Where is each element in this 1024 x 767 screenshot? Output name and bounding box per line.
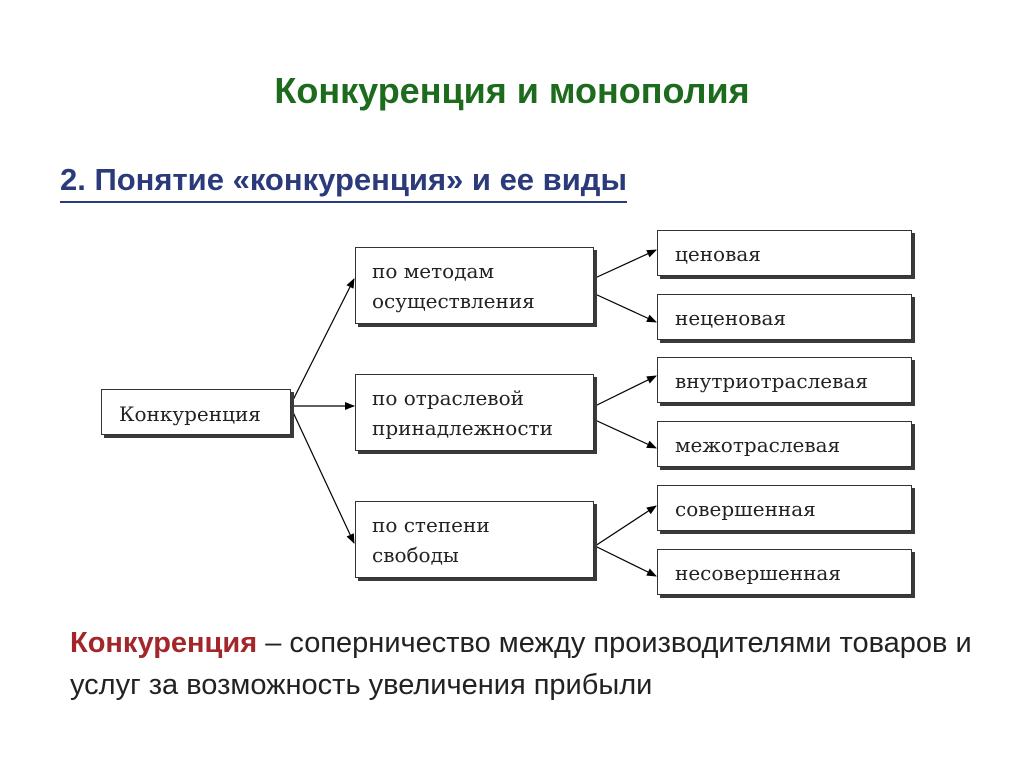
definition-term: Конкуренция bbox=[70, 627, 258, 659]
root-node: Конкуренция bbox=[101, 389, 291, 435]
leaf-node-label: ценовая bbox=[675, 242, 761, 266]
leaf-node-nonprice: неценовая bbox=[657, 294, 912, 340]
slide-title: Конкуренция и монополия bbox=[274, 70, 750, 111]
category-label-line: осуществления bbox=[372, 289, 535, 313]
category-label-line: принадлежности bbox=[372, 416, 553, 440]
category-label-line: по отраслевой bbox=[372, 386, 524, 410]
arrow-industry-to-inter bbox=[594, 419, 657, 449]
leaf-node-intra-industry: внутриотраслевая bbox=[657, 357, 912, 403]
definition-paragraph: Конкуренция – соперничество между произв… bbox=[70, 622, 990, 706]
arrow-root-to-methods bbox=[291, 278, 355, 403]
category-node-freedom: по степени свободы bbox=[355, 501, 594, 578]
arrow-methods-to-nonprice bbox=[594, 293, 657, 323]
arrow-freedom-to-perfect bbox=[594, 505, 657, 547]
leaf-node-label: внутриотраслевая bbox=[675, 369, 868, 393]
slide-subtitle: 2. Понятие «конкуренция» и ее виды bbox=[60, 162, 627, 203]
category-label-line: по степени bbox=[372, 513, 490, 537]
leaf-node-label: межотраслевая bbox=[675, 433, 841, 457]
definition-text: – соперничество между производителями то… bbox=[70, 627, 972, 701]
arrow-methods-to-price bbox=[594, 249, 657, 279]
arrow-root-to-freedom bbox=[291, 409, 355, 544]
leaf-node-price: ценовая bbox=[657, 230, 912, 276]
leaf-node-label: совершенная bbox=[675, 497, 816, 521]
category-label-line: свободы bbox=[372, 543, 459, 567]
leaf-node-perfect: совершенная bbox=[657, 485, 912, 531]
category-label-line: по методам bbox=[372, 259, 495, 283]
leaf-node-inter-industry: межотраслевая bbox=[657, 421, 912, 467]
arrow-industry-to-intra bbox=[594, 375, 657, 407]
leaf-node-label: неценовая bbox=[675, 306, 787, 330]
category-node-industry: по отраслевой принадлежности bbox=[355, 374, 594, 451]
category-node-methods: по методам осуществления bbox=[355, 247, 594, 324]
root-node-label: Конкуренция bbox=[119, 402, 261, 426]
leaf-node-label: несовершенная bbox=[675, 561, 841, 585]
leaf-node-imperfect: несовершенная bbox=[657, 549, 912, 595]
arrow-freedom-to-imperfect bbox=[594, 545, 657, 577]
